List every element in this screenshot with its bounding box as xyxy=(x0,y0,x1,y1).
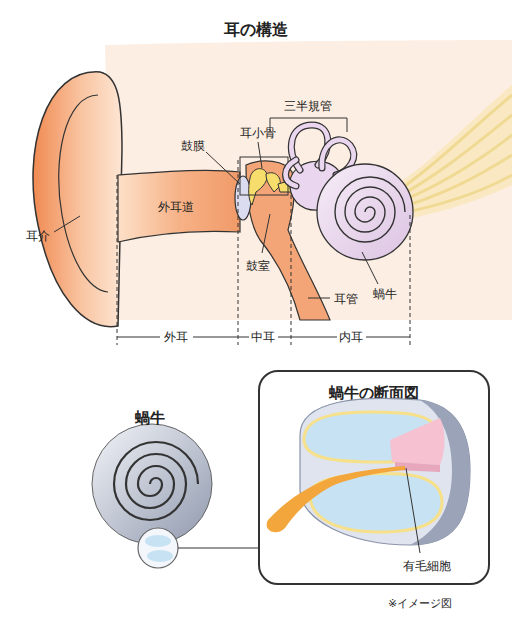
ossicle-frame xyxy=(240,157,288,195)
part-label: 内耳 xyxy=(339,330,363,344)
ossicle xyxy=(266,173,280,192)
cochlea-spiral xyxy=(114,442,198,520)
division-line xyxy=(238,160,239,345)
division-line xyxy=(410,215,411,345)
cochlea-section xyxy=(300,398,470,545)
leader-line xyxy=(406,468,420,553)
range-line xyxy=(238,337,249,338)
semicircular-canal xyxy=(286,160,297,186)
part-label: 鼓室 xyxy=(246,259,270,273)
part-label: 外耳道 xyxy=(158,200,194,214)
range-line xyxy=(278,337,291,338)
range-line xyxy=(193,337,238,338)
leader-line xyxy=(258,142,262,168)
part-label: 蝸牛 xyxy=(135,409,165,427)
section-shadow xyxy=(410,400,470,545)
ossicle xyxy=(249,169,267,205)
division-line xyxy=(291,195,292,345)
eardrum xyxy=(235,176,251,220)
division-lines xyxy=(117,160,410,345)
semicircular-canal xyxy=(286,160,297,186)
box-heading: 蝸牛の断面図 xyxy=(260,384,488,403)
range-line xyxy=(117,337,160,338)
cochlea-outline xyxy=(92,424,212,544)
leader-lines xyxy=(54,142,378,298)
part-label: 耳介 xyxy=(26,229,50,243)
part-label: ※イメージ図 xyxy=(388,597,452,610)
leader-line xyxy=(362,252,378,284)
part-label: 耳小骨 xyxy=(240,126,276,140)
bracket xyxy=(270,118,347,132)
leader-line xyxy=(206,152,240,184)
leader-line xyxy=(54,216,80,232)
cochlear-duct xyxy=(390,418,445,465)
part-label: 鼓膜 xyxy=(181,139,205,153)
part-label: 三半規管 xyxy=(284,99,332,113)
part-label: 蝸牛 xyxy=(373,287,397,301)
leader-line xyxy=(262,214,270,253)
cochlea-spiral xyxy=(335,177,405,242)
auricle-fold xyxy=(59,95,108,292)
part-label: 中耳 xyxy=(251,330,275,344)
section-duct xyxy=(147,550,173,562)
range-line xyxy=(366,337,410,338)
auricle xyxy=(33,72,122,327)
part-label: 耳管 xyxy=(334,292,358,306)
diagram-title: 耳の構造 xyxy=(224,20,288,39)
skin-area xyxy=(105,40,512,320)
division-line xyxy=(117,175,118,345)
zoom-line xyxy=(178,548,258,549)
cochlear-nerve xyxy=(267,466,405,532)
ear-canal xyxy=(118,170,240,242)
leader-line xyxy=(308,298,330,299)
scala-tympani xyxy=(310,474,442,532)
part-label: 有毛細胞 xyxy=(403,559,451,573)
scala-vestibuli xyxy=(304,412,440,462)
basilar-membrane xyxy=(395,462,440,472)
section-duct xyxy=(145,535,171,547)
cochlea xyxy=(317,164,413,260)
range-line xyxy=(291,337,337,338)
section-box: 蝸牛の断面図 xyxy=(258,370,490,585)
cross-section-marker xyxy=(138,528,178,568)
part-label: 外耳 xyxy=(164,330,188,344)
